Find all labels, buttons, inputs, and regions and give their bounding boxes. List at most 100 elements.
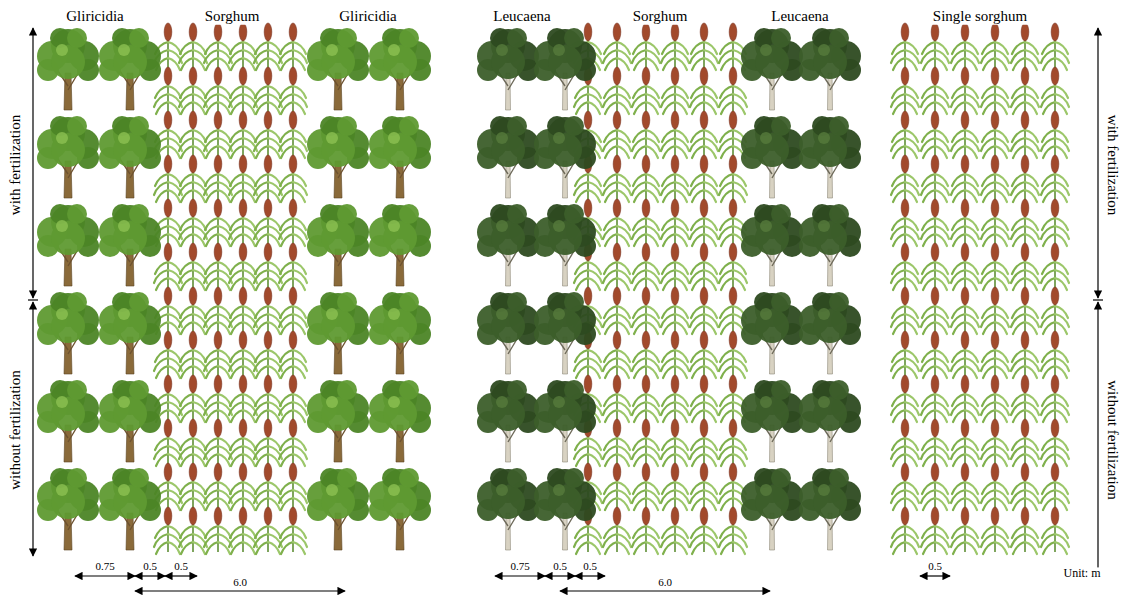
dimension-label: 0.5 — [581, 560, 599, 572]
leucaena-tree — [534, 468, 596, 550]
sorghum-plant — [981, 23, 1009, 70]
sorghum-plant — [603, 199, 631, 246]
sorghum-plant — [661, 23, 689, 70]
sorghum-plant — [981, 507, 1009, 554]
sorghum-plant — [229, 287, 257, 334]
sorghum-plant — [1011, 375, 1039, 422]
sorghum-plant — [891, 155, 919, 202]
leucaena-tree — [534, 116, 596, 198]
sorghum-plant — [891, 419, 919, 466]
sorghum-plant — [690, 67, 718, 114]
sorghum-plant — [229, 155, 257, 202]
sorghum-plant — [603, 23, 631, 70]
sorghum-plant — [981, 419, 1009, 466]
sorghum-plant — [921, 463, 949, 510]
leucaena-tree — [741, 380, 803, 462]
sorghum-plant — [279, 243, 307, 290]
sorghum-plant — [1041, 331, 1069, 378]
sorghum-plant — [603, 507, 631, 554]
leucaena-tree — [741, 116, 803, 198]
sorghum-plant — [1041, 419, 1069, 466]
sorghum-plant — [254, 199, 282, 246]
leucaena-tree — [799, 116, 861, 198]
sorghum-plant — [661, 419, 689, 466]
sorghum-plant — [1041, 23, 1069, 70]
sorghum-plant — [632, 419, 660, 466]
sorghum-plant — [891, 199, 919, 246]
sorghum-plant — [229, 375, 257, 422]
sorghum-plant — [632, 463, 660, 510]
leucaena-tree — [477, 116, 539, 198]
sorghum-plant — [891, 67, 919, 114]
sorghum-plant — [1041, 243, 1069, 290]
sorghum-plant — [254, 23, 282, 70]
sorghum-plant — [1011, 67, 1039, 114]
gliricidia-tree — [307, 28, 369, 110]
leucaena-tree — [799, 204, 861, 286]
sorghum-plant — [204, 375, 232, 422]
sorghum-plant — [690, 287, 718, 334]
sorghum-plant — [1011, 419, 1039, 466]
divider-tick — [28, 299, 38, 300]
sorghum-plant — [1041, 199, 1069, 246]
leucaena-tree — [477, 292, 539, 374]
sorghum-plant — [921, 23, 949, 70]
sorghum-plant — [661, 331, 689, 378]
sorghum-plant — [1041, 111, 1069, 158]
gliricidia-tree — [37, 116, 99, 198]
sorghum-plant — [1011, 507, 1039, 554]
dimension-arrow — [560, 590, 770, 591]
dimension-arrow — [575, 575, 605, 576]
sorghum-plant — [254, 375, 282, 422]
dimension-label: 0.75 — [508, 560, 531, 572]
sorghum-plant — [1041, 375, 1069, 422]
sorghum-plant — [981, 199, 1009, 246]
sorghum-plant — [1041, 67, 1069, 114]
sorghum-plant — [951, 375, 979, 422]
sorghum-plant — [1011, 155, 1039, 202]
sorghum-plant — [279, 507, 307, 554]
dimension-arrow — [1097, 28, 1098, 298]
sorghum-plant — [951, 155, 979, 202]
sorghum-plant — [204, 463, 232, 510]
sorghum-plant — [1041, 287, 1069, 334]
sorghum-plant — [981, 331, 1009, 378]
sorghum-plant — [891, 243, 919, 290]
sorghum-plant — [179, 23, 207, 70]
gliricidia-tree — [99, 116, 161, 198]
sorghum-plant — [254, 463, 282, 510]
sorghum-plant — [981, 67, 1009, 114]
gliricidia-tree — [99, 292, 161, 374]
sorghum-plant — [603, 243, 631, 290]
sorghum-plant — [1011, 23, 1039, 70]
sorghum-plant — [951, 463, 979, 510]
sorghum-plant — [254, 67, 282, 114]
sorghum-plant — [179, 419, 207, 466]
sorghum-plant — [951, 67, 979, 114]
sorghum-plant — [204, 155, 232, 202]
sorghum-plant — [279, 419, 307, 466]
dimension-label: 6.0 — [656, 576, 674, 588]
sorghum-plant — [1011, 111, 1039, 158]
sorghum-plant — [632, 67, 660, 114]
leucaena-tree — [741, 468, 803, 550]
sorghum-plant — [921, 155, 949, 202]
leucaena-tree — [534, 292, 596, 374]
sorghum-plant — [229, 67, 257, 114]
dimension-label: 0.75 — [93, 560, 116, 572]
sorghum-plant — [179, 507, 207, 554]
column-label: Sorghum — [631, 8, 690, 25]
tree-rows — [37, 28, 861, 550]
sorghum-plant — [891, 375, 919, 422]
dimension-arrow — [32, 302, 33, 556]
treatment-label: with fertilization — [7, 113, 24, 217]
column-label: Gliricidia — [64, 8, 125, 25]
column-label: Sorghum — [203, 8, 262, 25]
sorghum-plant — [632, 507, 660, 554]
sorghum-plant — [179, 287, 207, 334]
sorghum-plant — [981, 375, 1009, 422]
sorghum-plant — [661, 243, 689, 290]
sorghum-plant — [981, 463, 1009, 510]
dimension-label: 6.0 — [231, 576, 249, 588]
